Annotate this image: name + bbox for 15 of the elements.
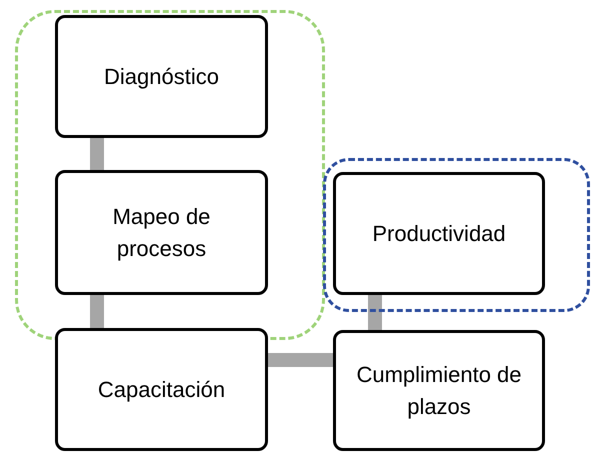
process-box bbox=[55, 328, 268, 451]
dashed-group-outline bbox=[15, 10, 325, 340]
connector-bar bbox=[90, 295, 104, 328]
process-box bbox=[55, 15, 268, 138]
connector-bar bbox=[268, 353, 333, 367]
box-label: Capacitación bbox=[96, 376, 226, 404]
box-label: Cumplimiento de plazos bbox=[355, 360, 523, 421]
dashed-group-outline bbox=[323, 158, 590, 312]
box-label: Productividad bbox=[371, 220, 507, 248]
box-label: Diagnóstico bbox=[103, 62, 220, 91]
box-label: Mapeo de procesos bbox=[112, 202, 212, 263]
process-box bbox=[55, 170, 268, 295]
process-box bbox=[333, 172, 545, 295]
connector-bar bbox=[90, 138, 104, 170]
process-box bbox=[333, 330, 545, 451]
